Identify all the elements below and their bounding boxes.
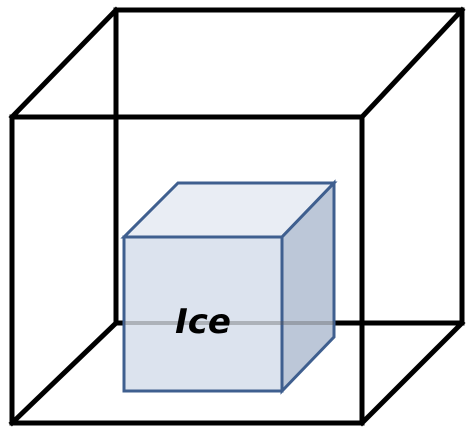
container-front-face (9, 114, 365, 426)
container-edge-bottom-left (8, 319, 120, 427)
container-edge-top-left (8, 6, 120, 121)
container-edge-bottom-right (358, 319, 466, 427)
ice-cube-front-face (122, 235, 284, 393)
ice-cube (120, 179, 338, 395)
container-edge-top-right (358, 6, 466, 121)
ice-label: Ice (175, 302, 231, 342)
